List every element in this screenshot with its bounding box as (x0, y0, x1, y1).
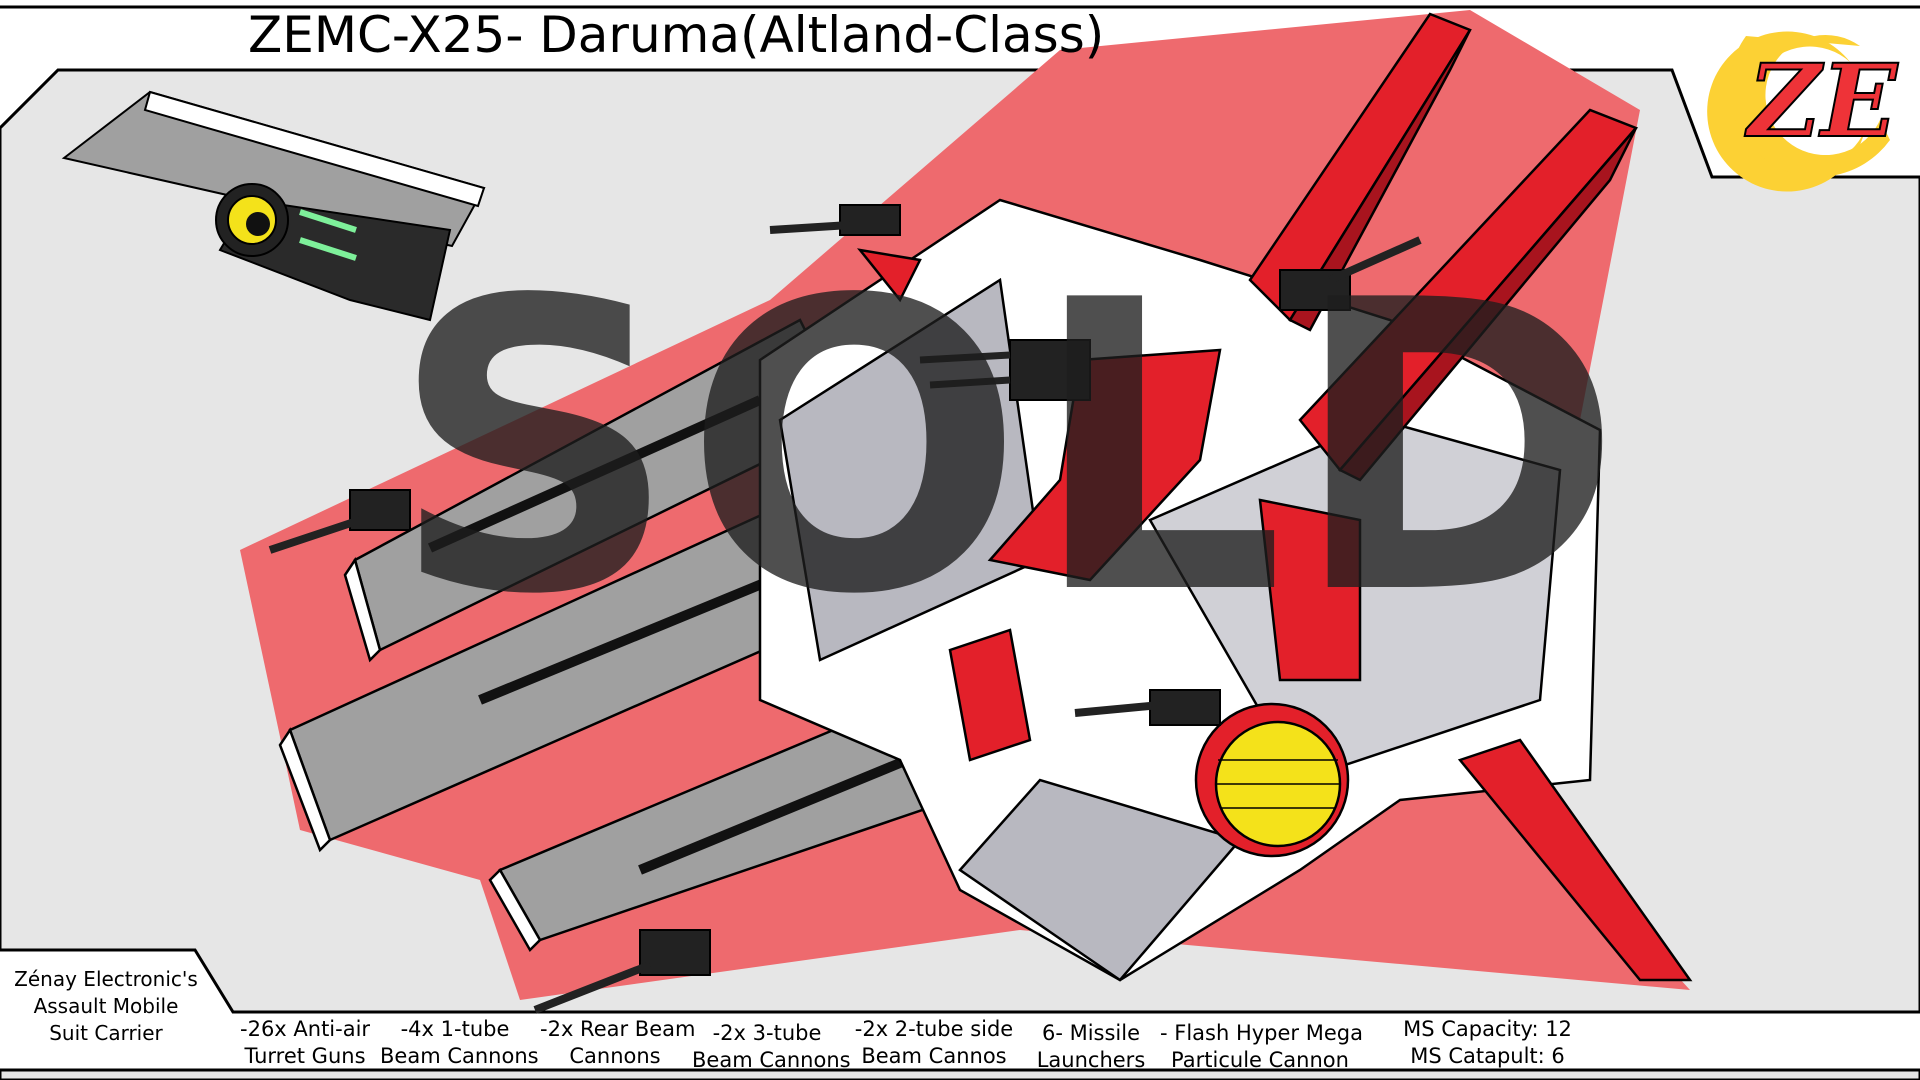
cannon-detail (61, 90, 486, 322)
spec-line: Particule Cannon (1171, 1048, 1349, 1072)
spec-line: Cannons (569, 1044, 661, 1068)
ship-barrels (278, 318, 1042, 953)
spec-line: - Flash Hyper Mega (1160, 1021, 1363, 1045)
turret-guns (268, 204, 1422, 1014)
svg-text:ZE: ZE (1744, 42, 1899, 160)
page-title: ZEMC-X25- Daruma(Altland-Class) (248, 6, 1105, 64)
manufacturer-label: Zénay Electronic's Assault Mobile Suit C… (6, 966, 206, 1047)
sold-watermark: SOLD (390, 217, 1630, 682)
spec-item: MS Capacity: 12 MS Catapult: 6 (1400, 1016, 1575, 1070)
maker-line: Zénay Electronic's (14, 967, 198, 991)
maker-line: Assault Mobile (33, 994, 179, 1018)
ze-logo: ZE (1707, 31, 1900, 192)
spec-line: Beam Cannons (692, 1048, 851, 1072)
spec-line: -2x Rear Beam (540, 1017, 696, 1041)
spec-line: -2x 2-tube side (854, 1017, 1014, 1041)
spec-line: Launchers (1036, 1048, 1146, 1072)
bottom-strip (0, 1068, 1920, 1080)
spec-line: Beam Cannons (380, 1044, 539, 1068)
maker-line: Suit Carrier (49, 1021, 163, 1045)
spec-line: -26x Anti-air (240, 1017, 371, 1041)
spec-line: 6- Missile (1041, 1021, 1141, 1045)
spec-line: -4x 1-tube (400, 1017, 510, 1041)
spec-line: Turret Guns (244, 1044, 366, 1068)
spec-line: MS Catapult: 6 (1410, 1044, 1565, 1068)
ship-fins (856, 12, 1693, 982)
spec-line: Beam Cannos (861, 1044, 1007, 1068)
particle-cannon (1194, 702, 1350, 858)
spec-line: -2x 3-tube (712, 1021, 822, 1045)
spec-line: MS Capacity: 12 (1403, 1017, 1572, 1041)
